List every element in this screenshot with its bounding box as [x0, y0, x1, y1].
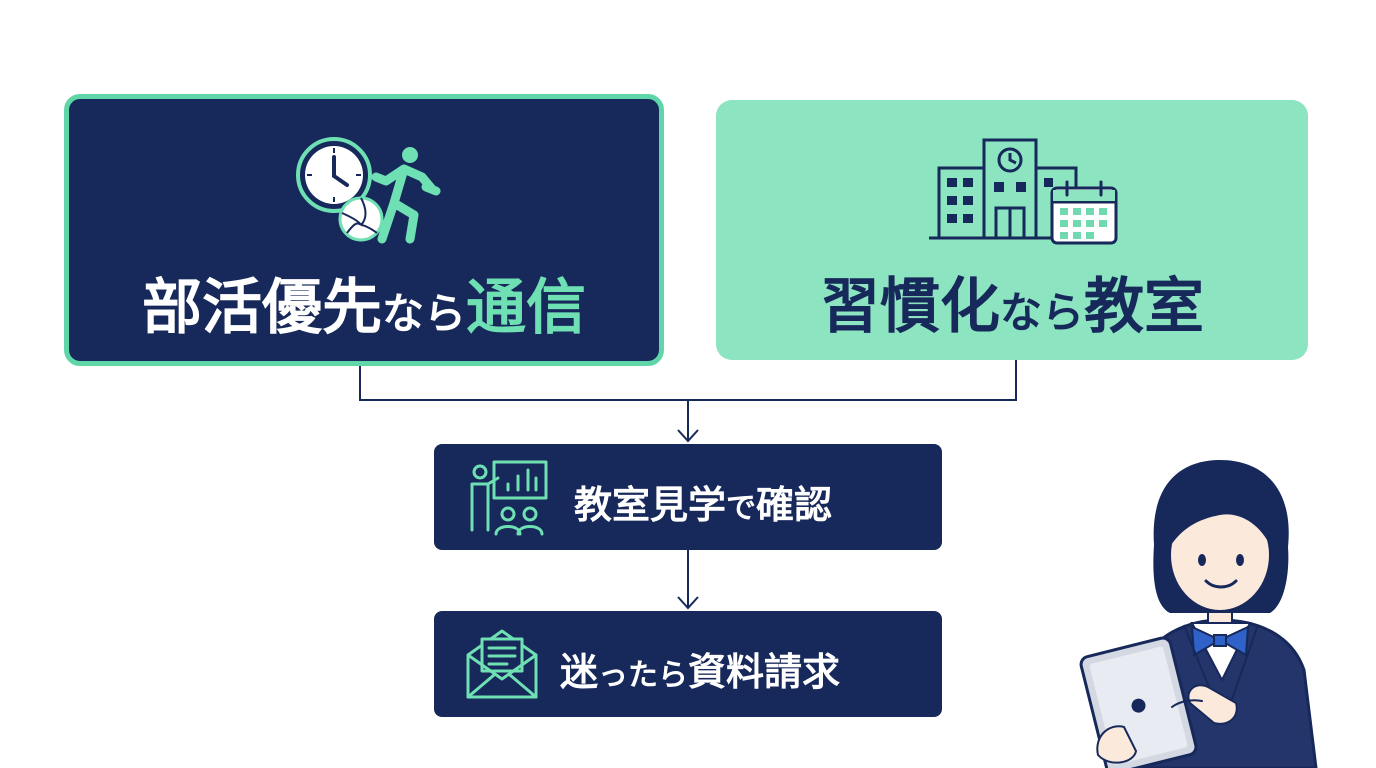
classroom-visit-label-a: 教室見学 [574, 483, 727, 527]
running-person-icon [371, 147, 441, 244]
clock-icon [296, 137, 372, 213]
request-materials-label-a: 迷 [560, 650, 599, 694]
envelope-document-icon [466, 629, 538, 699]
request-materials-step: 迷ったら資料請求 [434, 611, 942, 717]
classroom-visit-step: 教室見学で確認 [434, 444, 942, 550]
club-priority-title-particle: なら [381, 289, 466, 338]
club-priority-title-accent: 通信 [466, 273, 586, 343]
club-priority-title: 部活優先なら通信 [69, 259, 659, 346]
club-priority-title-main: 部活優先 [141, 273, 382, 343]
club-priority-card: 部活優先なら通信 [64, 94, 664, 366]
habit-title: 習慣化なら教室 [716, 258, 1308, 345]
request-materials-label: 迷ったら資料請求 [560, 641, 840, 696]
habit-title-particle: なら [999, 288, 1084, 337]
classroom-visit-label-c: 確認 [756, 483, 833, 527]
habit-card: 習慣化なら教室 [716, 100, 1308, 360]
request-materials-label-b: ったら [598, 658, 689, 693]
classroom-visit-label: 教室見学で確認 [574, 474, 832, 529]
volleyball-icon [338, 196, 384, 242]
request-materials-label-c: 資料請求 [688, 650, 841, 694]
habit-title-main: 習慣化 [819, 272, 1000, 342]
calendar-icon [1050, 180, 1118, 245]
classroom-visit-label-b: で [726, 491, 757, 526]
classroom-presentation-icon [470, 460, 548, 536]
habit-title-end: 教室 [1084, 272, 1204, 342]
student-with-tablet-illustration [1079, 460, 1318, 768]
